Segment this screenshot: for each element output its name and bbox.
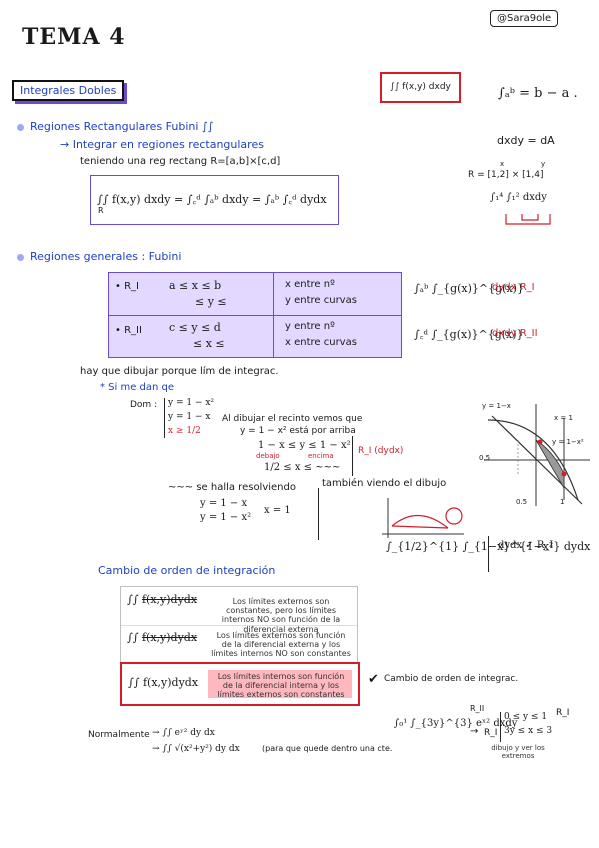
graph-xeq: x = 1	[554, 414, 573, 422]
section-heading-integrales-dobles: Integrales Dobles	[12, 80, 125, 101]
region-graph	[484, 404, 590, 506]
regions-table: • R_I a ≤ x ≤ b ≤ y ≤ x entre nº y entre…	[108, 272, 402, 358]
r2-c1: y entre nº	[285, 321, 335, 332]
panel2-text: Los límites externos son función de la d…	[211, 631, 351, 659]
rii-label: R_II	[470, 704, 485, 713]
bullet-icon	[17, 254, 24, 261]
eq-1: y = 1 − x	[200, 498, 248, 509]
example-region: R = [1,2] × [1,4]	[468, 170, 544, 180]
r2-c2: x entre curvas	[285, 337, 357, 348]
symbol-formula-box: ∫∫ f(x,y) dxdy	[380, 72, 461, 104]
r2-label: • R_II	[115, 325, 142, 336]
graph-tick: 0.5	[479, 454, 491, 462]
r1-a: a ≤ x ≤ b	[169, 279, 222, 292]
dibujo-note: dibujo y ver los extremos	[491, 744, 545, 761]
int-ri-tag: dydx R_I	[492, 282, 535, 293]
solve-text: ~~~ se halla resolviendo	[168, 482, 296, 493]
graph-one: 1	[560, 498, 565, 506]
r1-c1: x entre nº	[285, 279, 335, 290]
dom-3: x ≥ 1/2	[168, 426, 201, 436]
eq-2: y = 1 − x²	[200, 512, 252, 523]
ri-tag: R_I (dydx)	[358, 446, 404, 456]
seeing-text: también viendo el dibujo	[322, 478, 447, 489]
cond-2: 3y ≤ x ≤ 3	[504, 726, 553, 736]
eq-sol: x = 1	[264, 505, 291, 516]
panel1-text: Los límites externos son constantes, per…	[221, 597, 341, 634]
change-panel-1-2: ∫∫ f(x,y)dydx Los límites externos son c…	[120, 586, 358, 664]
check-icon: ✔	[368, 672, 379, 687]
general-bullet: Regiones generales : Fubini	[30, 250, 182, 263]
dom-1: y = 1 − x²	[168, 398, 215, 408]
change-example: ∫₀¹ ∫_{3y}^{3} eˣ² dxdy	[394, 718, 518, 729]
normal-i2: → ∫∫ √(x²+y²) dy dx	[152, 744, 240, 754]
graph-bot: 0.5	[516, 498, 528, 506]
example-integral: ∫₁⁴ ∫₁² dxdy	[490, 192, 547, 203]
draw-3: 1 − x ≤ y ≤ 1 − x²	[258, 440, 351, 451]
draw-4: 1/2 ≤ x ≤ ~~~	[264, 462, 341, 473]
region-label: R	[98, 206, 104, 215]
r1-c2: y entre curvas	[285, 295, 357, 306]
region-sketch	[382, 498, 464, 538]
author-badge: @Sara9ole	[490, 10, 559, 27]
ri-label: R_I	[484, 728, 498, 738]
rect-given: teniendo una reg rectang R=[a,b]×[c,d]	[80, 156, 281, 167]
bullet-icon	[17, 124, 24, 131]
cond-1: 0 ≤ y ≤ 1	[504, 712, 548, 722]
r1-b: ≤ y ≤	[195, 295, 227, 308]
normal-i1: → ∫∫ eʸ² dy dx	[152, 728, 215, 738]
graph-l1: y = 1−x	[482, 402, 511, 410]
fubini-formula-box: ∫∫ f(x,y) dxdy = ∫꜀ᵈ ∫ₐᵇ dxdy = ∫ₐᵇ ∫꜀ᵈ …	[90, 175, 339, 225]
graph-l2: y = 1−x²	[552, 438, 584, 446]
basic-integral: ∫ₐᵇ = b − a .	[498, 86, 578, 101]
note-line2: * Si me dan qe	[100, 382, 175, 393]
change-note: Cambio de orden de integrac.	[384, 674, 519, 684]
result-tag: dydx ✓ R_I	[498, 540, 554, 551]
change-heading: Cambio de orden de integración	[98, 564, 276, 577]
change-panel-3: ∫∫ f(x,y)dydx Los límites internos son f…	[120, 662, 360, 706]
dom-2: y = 1 − x	[168, 412, 211, 422]
int-ri: ∫ₐᵇ ∫_{g(x)}^{g(x)}	[414, 282, 524, 295]
example-y: y	[541, 160, 546, 168]
example-x: x	[500, 160, 505, 168]
panel2-integral-icon: ∫∫ f(x,y)dydx	[127, 631, 198, 644]
arrow-icon: →	[470, 726, 479, 737]
fubini-formula: ∫∫ f(x,y) dxdy = ∫꜀ᵈ ∫ₐᵇ dxdy = ∫ₐᵇ ∫꜀ᵈ …	[97, 193, 327, 206]
r1-label: • R_I	[115, 281, 139, 292]
rect-arrow-line: → Integrar en regiones rectangulares	[60, 138, 264, 151]
example-arrows-icon	[505, 214, 551, 225]
page-title: TEMA 4	[22, 24, 126, 50]
r2-a: c ≤ y ≤ d	[169, 321, 221, 334]
int-rii-tag: dxdy R_II	[492, 328, 538, 339]
note-line1: hay que dibujar porque lím de integrac.	[80, 366, 279, 377]
panel3-text: Los límites internos son función de la d…	[217, 672, 345, 700]
normal-label: Normalmente	[88, 730, 150, 740]
panel3-integral-icon: ∫∫ f(x,y)dydx	[128, 676, 199, 689]
normal-i2-note: (para que quede dentro una cte.	[262, 744, 393, 753]
r2-b: ≤ x ≤	[193, 337, 225, 350]
draw-1: Al dibujar el recinto vemos que	[222, 414, 363, 424]
draw-2: y = 1 − x² está por arriba	[240, 426, 356, 436]
int-rii: ∫꜀ᵈ ∫_{g(x)}^{g(x)}	[414, 328, 524, 341]
panel1-integral-icon: ∫∫ f(x,y)dydx	[127, 593, 198, 606]
rect-bullet: Regiones Rectangulares Fubini ∫∫	[30, 120, 214, 133]
draw-3-above: encima	[308, 452, 334, 460]
ri-label-right: R_I	[556, 708, 570, 718]
dom-label: Dom :	[130, 400, 158, 410]
draw-3-below: debajo	[256, 452, 280, 460]
dA-note: dxdy = dA	[497, 134, 555, 147]
